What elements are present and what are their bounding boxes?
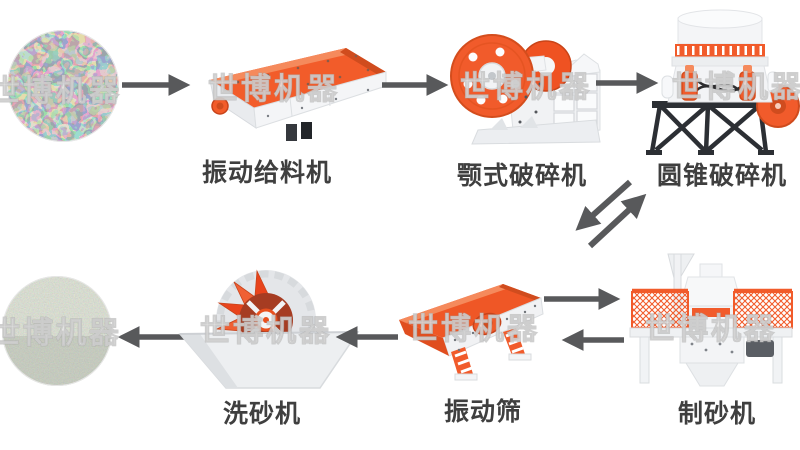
flow-arrow-screen-to-washer [335,326,398,348]
pebbles-photo [7,30,119,142]
cone-crusher-stage [642,2,800,160]
flow-arrow-screen-to-cone [587,193,647,249]
sand-washer-stage [178,260,368,392]
vibrating-screen-stage [395,276,545,384]
sand-maker-illustration [629,253,793,387]
label-vibrating-feeder: 振动给料机 [201,159,332,187]
finished-sand-stage [2,276,112,386]
vibrating-feeder-stage [198,40,388,145]
vibrating-feeder-illustration [209,48,387,141]
label-jaw-crusher: 颚式破碎机 [456,162,587,190]
label-vibrating-screen: 振动筛 [443,398,522,426]
flow-arrows-cone-screen-circuit [575,179,647,249]
jaw-crusher-stage [448,22,603,157]
flow-arrow-feeder-to-jaw [382,74,449,96]
flow-arrow-washer-to-sand [117,326,190,348]
vibrating-screen-illustration [399,284,544,381]
label-cone-crusher: 圆锥破碎机 [656,162,787,190]
label-sand-washer: 洗砂机 [222,400,301,428]
cone-crusher-illustration [646,9,800,155]
sand-maker-stage [622,250,800,390]
flow-arrow-jaw-to-cone [596,72,659,94]
flow-arrow-raw-to-feeder [122,74,191,96]
sand-photo [2,276,112,386]
flow-arrow-screen-to-sandmaker [544,288,621,310]
sand-washer-illustration [178,269,360,389]
flow-arrow-sandmaker-to-screen [561,329,624,351]
flow-arrow-cone-to-screen [575,179,633,231]
raw-material-stage [7,30,119,142]
jaw-crusher-illustration [450,34,601,145]
label-sand-maker: 制砂机 [677,400,756,428]
